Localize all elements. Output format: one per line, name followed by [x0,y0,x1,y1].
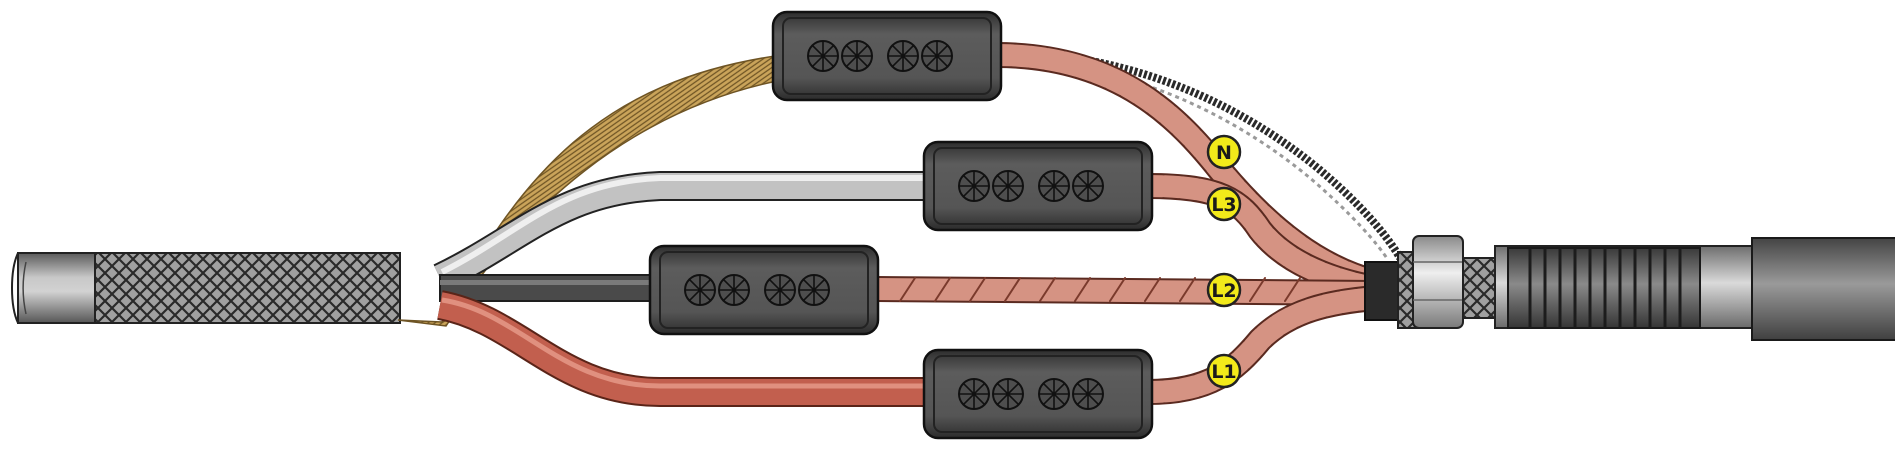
connector-l3-shear-bolt [992,170,1024,202]
connector-l1-shear-bolt [1038,378,1070,410]
badge-l2-label: L2 [1211,280,1236,302]
badge-l3-label: L3 [1211,194,1236,216]
connector-n [771,10,1003,102]
connectors [648,10,1154,440]
connector-l1-shear-bolt [1072,378,1104,410]
cable-gland [1364,235,1498,329]
connector-l2 [648,244,880,336]
gland-nut [1412,235,1464,329]
badge-l1: L1 [1206,353,1242,389]
connector-l2-shear-bolt [764,274,796,306]
connector-l3-shear-bolt [1038,170,1070,202]
connector-l3 [922,140,1154,232]
connector-n-shear-bolt [841,40,873,72]
connector-l2-shear-bolt [798,274,830,306]
connector-n-shear-bolt [807,40,839,72]
badge-l1-label: L1 [1211,361,1236,383]
connector-l2-shear-bolt [684,274,716,306]
cable-armour-braid [94,252,401,324]
core-l2-black-insulation [439,274,663,302]
badge-n: N [1206,134,1242,170]
connector-l1-shear-bolt [992,378,1024,410]
connector-l3-shear-bolt [958,170,990,202]
connector-l2-shear-bolt [718,274,750,306]
badge-l2: L2 [1206,272,1242,308]
connector-l1-shear-bolt [958,378,990,410]
connector-n-shear-bolt [887,40,919,72]
connector-l3-shear-bolt [1072,170,1104,202]
earth-braid [995,48,1404,260]
badge-n-label: N [1216,142,1232,164]
gland-body [1507,247,1701,329]
main-cable-sheath [11,252,109,324]
outgoing-cable-end [1751,237,1895,341]
connector-l1 [922,348,1154,440]
connector-n-shear-bolt [921,40,953,72]
copper-conductors [863,42,1388,405]
badge-l3: L3 [1206,186,1242,222]
